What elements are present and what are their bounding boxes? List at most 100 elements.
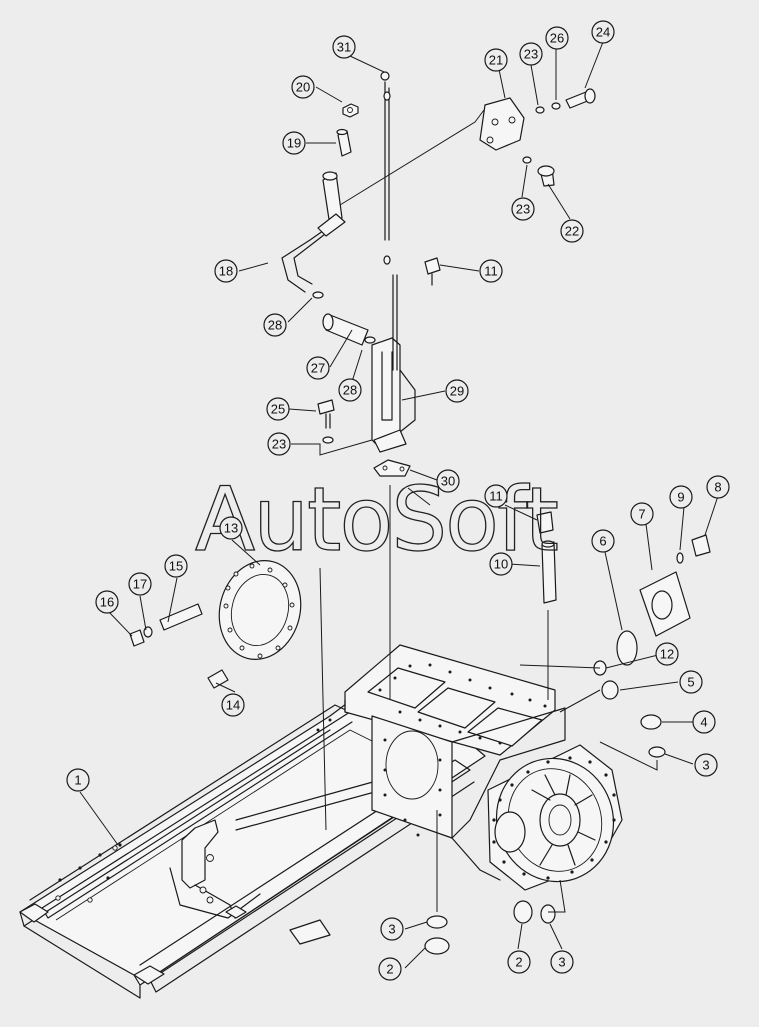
callout-circle	[266, 397, 290, 421]
callout-circle	[267, 432, 291, 456]
callout-label: 26	[550, 31, 564, 46]
callout-circle	[214, 259, 238, 283]
callout-label: 2	[386, 962, 393, 977]
callout-label: 30	[441, 474, 455, 489]
plug-4	[640, 714, 662, 730]
callout-circle	[484, 484, 508, 508]
callout-circle	[519, 42, 543, 66]
callout-circle	[291, 75, 315, 99]
callout-4: 4	[692, 710, 716, 734]
callout-19: 19	[282, 131, 306, 155]
callout-circle	[219, 516, 243, 540]
callout-11: 11	[479, 259, 503, 283]
callout-21: 21	[484, 48, 508, 72]
callout-label: 10	[494, 557, 508, 572]
plate-30	[373, 459, 411, 477]
callout-30: 30	[436, 469, 460, 493]
callout-circle	[545, 26, 569, 50]
oring-6	[616, 630, 638, 666]
callout-22: 22	[560, 219, 584, 243]
bolt-25	[317, 399, 335, 415]
callout-label: 27	[311, 361, 325, 376]
small-parts	[79, 41, 719, 969]
callout-label: 28	[268, 318, 282, 333]
callout-circle	[380, 917, 404, 941]
callout-circle	[306, 356, 330, 380]
callout-14: 14	[221, 693, 245, 717]
callout-27: 27	[306, 356, 330, 380]
callout-circle	[550, 950, 574, 974]
callout-1: 1	[66, 768, 90, 792]
callout-label: 18	[219, 264, 233, 279]
callout-circle	[378, 957, 402, 981]
callout-18: 18	[214, 259, 238, 283]
callout-label: 22	[565, 224, 579, 239]
pin-14	[207, 669, 229, 689]
ball-knob	[380, 71, 390, 81]
callout-circle	[591, 20, 615, 44]
callout-circle	[95, 590, 119, 614]
callout-20: 20	[291, 75, 315, 99]
callout-5: 5	[679, 670, 703, 694]
callout-label: 11	[484, 264, 498, 279]
callout-9: 9	[669, 485, 693, 509]
callout-11: 11	[484, 484, 508, 508]
callout-label: 5	[687, 675, 694, 690]
plug-2b	[513, 900, 533, 924]
callout-label: 23	[524, 47, 538, 62]
callout-29: 29	[445, 379, 469, 403]
bracket-21	[479, 97, 525, 151]
callout-circle	[445, 379, 469, 403]
callout-circle	[338, 378, 362, 402]
callout-3: 3	[380, 917, 404, 941]
callout-7: 7	[630, 502, 654, 526]
callout-23: 23	[511, 197, 535, 221]
washer-3a	[648, 746, 666, 758]
callout-17: 17	[128, 572, 152, 596]
callout-label: 31	[337, 40, 351, 55]
callout-3: 3	[550, 950, 574, 974]
callout-12: 12	[655, 642, 679, 666]
callout-label: 9	[677, 490, 684, 505]
callout-16: 16	[95, 590, 119, 614]
callout-label: 1	[74, 773, 81, 788]
callout-13: 13	[219, 516, 243, 540]
callout-circle	[591, 529, 615, 553]
callout-circle	[436, 469, 460, 493]
callout-2: 2	[507, 950, 531, 974]
callout-8: 8	[706, 475, 730, 499]
callout-label: 3	[388, 922, 395, 937]
callout-6: 6	[591, 529, 615, 553]
washer-3c	[540, 904, 556, 924]
transmission-housing	[316, 644, 566, 881]
callout-circle	[694, 753, 718, 777]
callout-label: 16	[100, 595, 114, 610]
plug-5	[601, 680, 619, 700]
callout-label: 23	[272, 437, 286, 452]
callout-circle	[479, 259, 503, 283]
callout-circle	[282, 131, 306, 155]
callout-label: 2	[515, 955, 522, 970]
callout-25: 25	[266, 397, 290, 421]
callout-circle	[511, 197, 535, 221]
callout-10: 10	[489, 552, 513, 576]
callout-label: 8	[714, 480, 721, 495]
callout-28: 28	[338, 378, 362, 402]
bolt-8	[691, 534, 711, 557]
callout-circle	[560, 219, 584, 243]
callout-label: 24	[596, 25, 610, 40]
callout-circle	[66, 768, 90, 792]
cover-plate-13	[218, 560, 302, 660]
callout-label: 15	[169, 559, 183, 574]
callout-circle	[128, 572, 152, 596]
callout-circle	[679, 670, 703, 694]
callout-label: 6	[599, 534, 606, 549]
callout-circle	[507, 950, 531, 974]
callout-label: 25	[271, 402, 285, 417]
callout-label: 7	[638, 507, 645, 522]
callout-circle	[655, 642, 679, 666]
plug-2a	[424, 937, 450, 955]
callout-circle	[164, 554, 188, 578]
